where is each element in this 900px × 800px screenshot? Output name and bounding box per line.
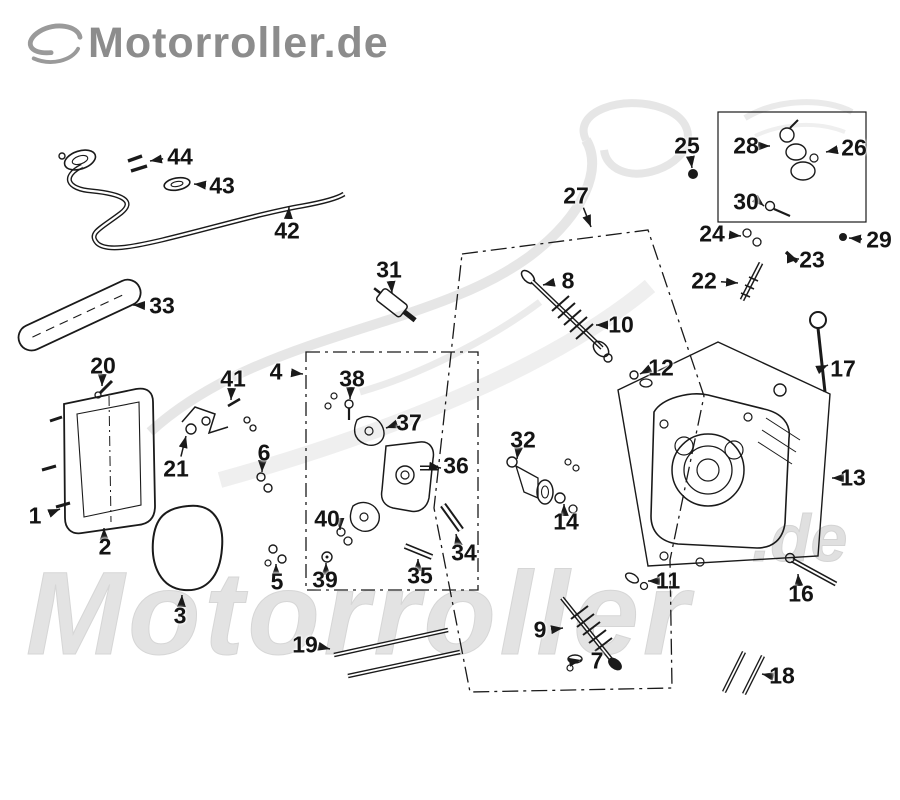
intake-valve-drawing — [520, 269, 653, 388]
spark-plug-drawing — [373, 287, 417, 323]
valve-cover-drawing — [41, 379, 156, 535]
tappet-drawing — [506, 456, 580, 505]
brand-name: Motorroller.de — [88, 18, 389, 67]
cover-gasket-drawing — [151, 504, 224, 592]
cylinder-head-drawing — [554, 311, 838, 587]
gasket-strip-drawing — [17, 278, 142, 352]
assembly-boundary — [433, 229, 705, 693]
exhaust-valve-drawing — [560, 572, 649, 672]
rocker-box-drawing — [305, 351, 479, 591]
leader-lines — [47, 141, 863, 682]
studs-drawing — [333, 627, 766, 696]
bracket-drawing — [181, 397, 287, 567]
brand-swoosh-icon — [27, 23, 83, 64]
thermostat-box-drawing — [688, 111, 867, 302]
breather-hose-drawing — [58, 149, 346, 251]
brand-logo: Motorroller.de — [22, 16, 389, 70]
